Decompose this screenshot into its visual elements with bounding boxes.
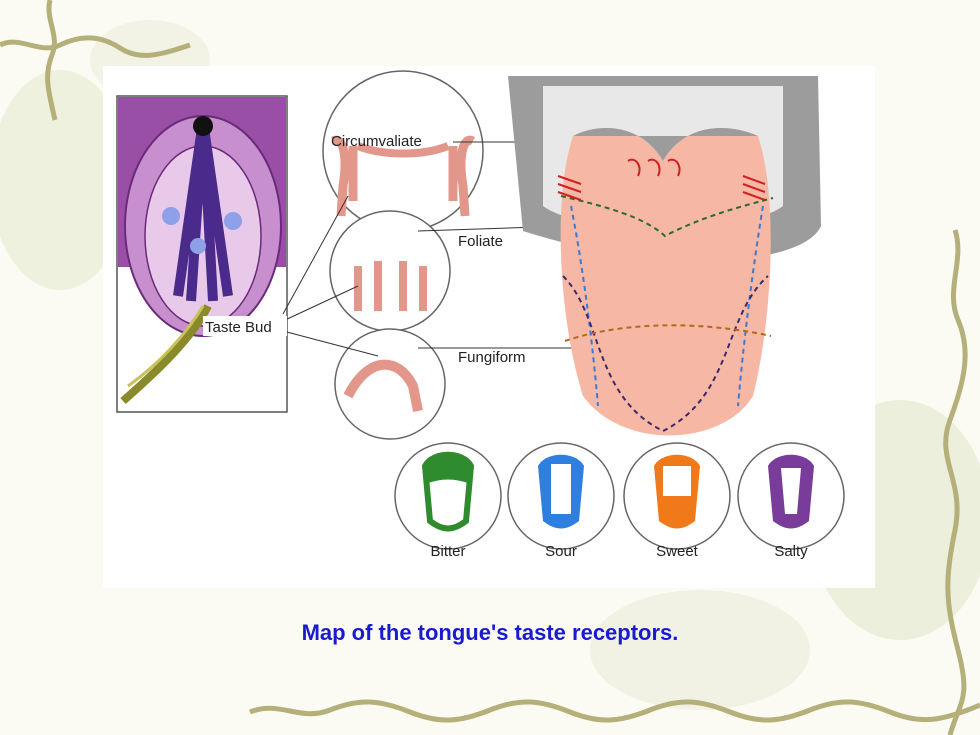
vine-bottom [249,699,980,723]
taste-region-sour: Sour [507,442,615,560]
vine-right [943,229,968,735]
taste-region-sweet: Sweet [623,442,731,560]
diagram-caption: Map of the tongue's taste receptors. [0,620,980,646]
taste-region-bitter: Bitter [394,442,502,560]
label-taste-bud: Taste Bud [205,319,272,336]
taste-bud-illustration [116,95,288,413]
label-foliate: Foliate [458,233,503,250]
label-circumvaliate: Circumvaliate [331,133,422,150]
label-sour: Sour [545,543,577,560]
caption-text: Map of the tongue's taste receptors. [301,620,679,645]
tongue-shape [560,128,771,436]
label-sweet: Sweet [656,543,699,560]
tongue-diagram: Circumvaliate Foliate Fungiform Taste Bu… [116,70,845,560]
tongue-illustration [508,76,821,436]
label-salty: Salty [774,543,808,560]
taste-region-salty: Salty [737,442,845,560]
papilla-fungiform [334,328,446,440]
label-bitter: Bitter [430,543,465,560]
papilla-foliate [329,210,451,332]
vine-top-left [0,35,191,58]
papilla-circumvaliate [322,70,484,232]
label-fungiform: Fungiform [458,349,526,366]
diagram-panel: Circumvaliate Foliate Fungiform Taste Bu… [103,66,875,588]
